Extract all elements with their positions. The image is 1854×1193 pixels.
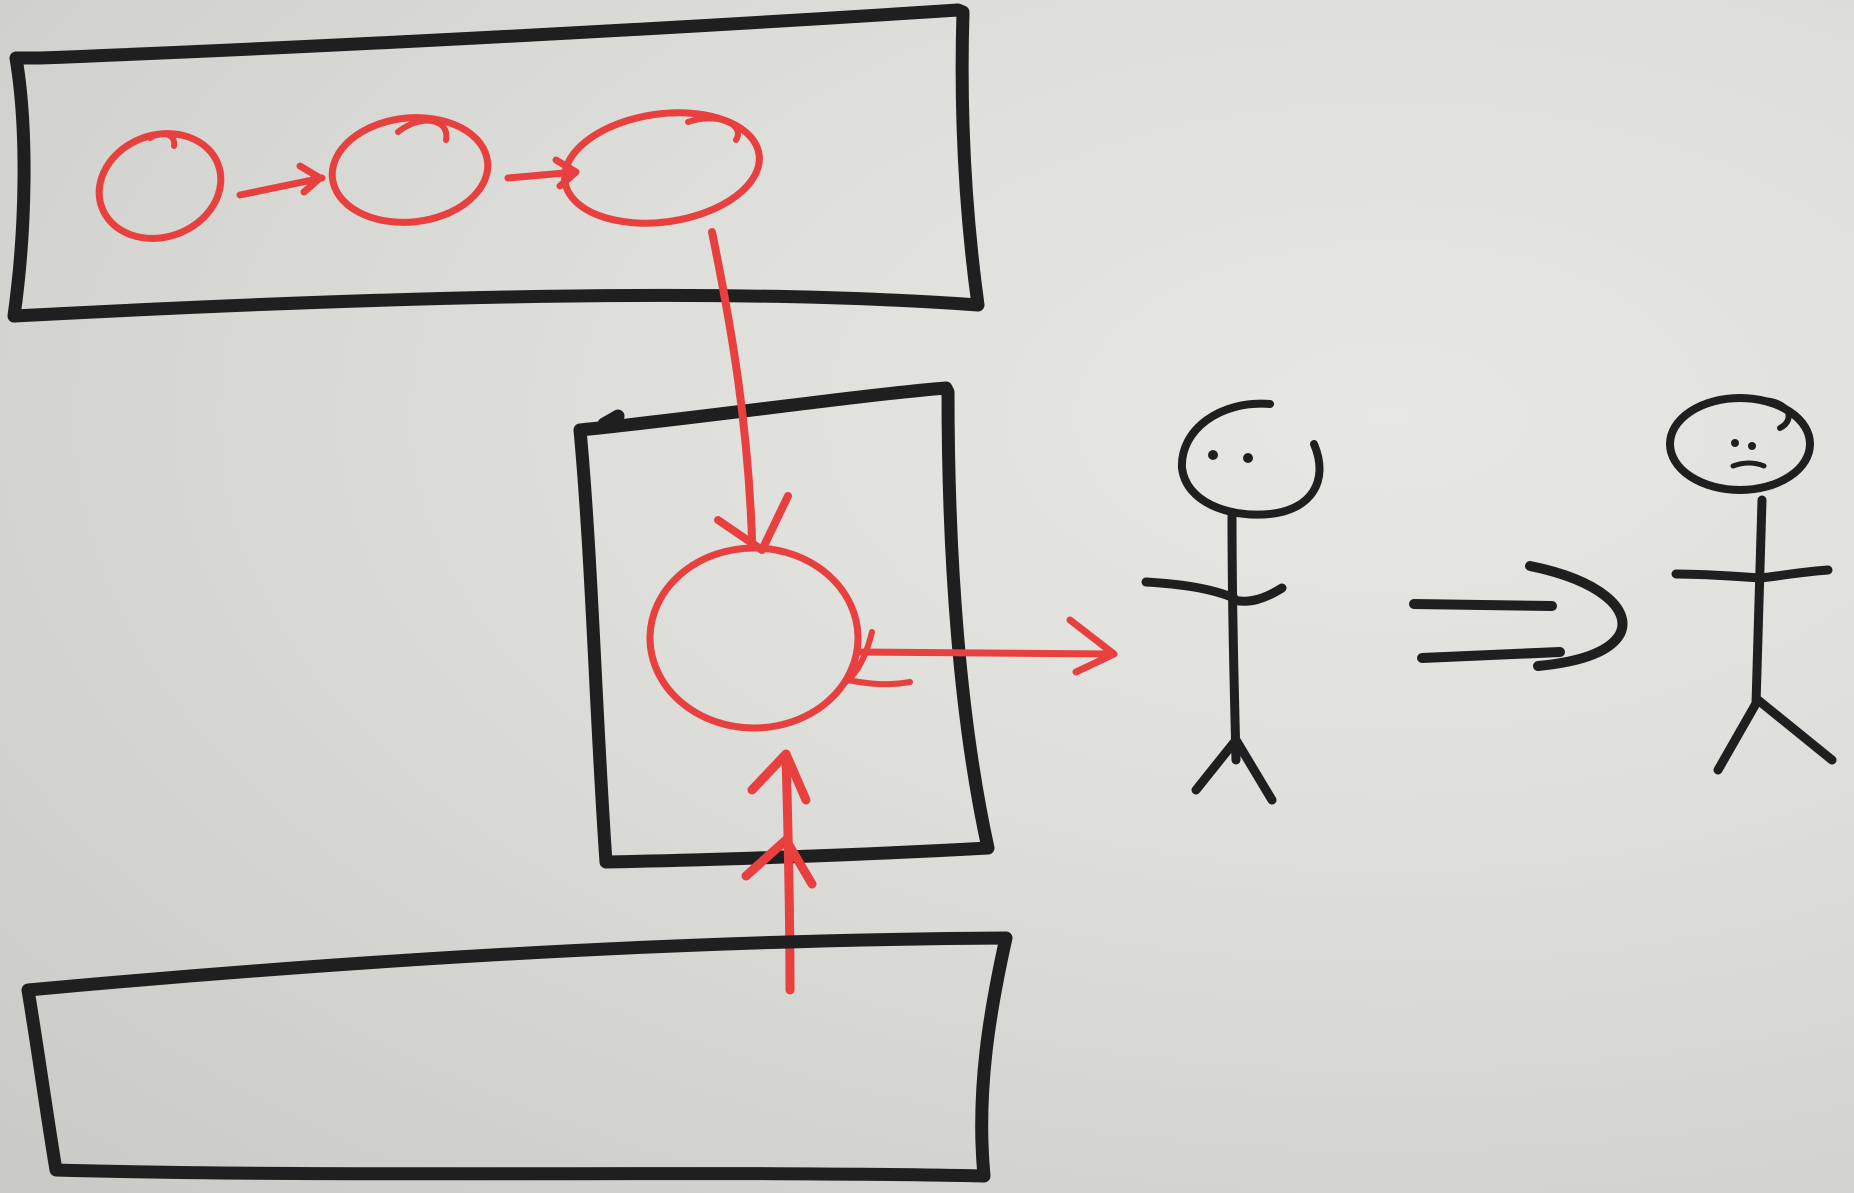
person-neutral-head [1177, 399, 1324, 519]
bottom-to-core-head-upper [747, 749, 811, 805]
middle-box [573, 381, 995, 869]
top-box [7, 3, 985, 323]
person-unhappy-head [1666, 394, 1814, 494]
chain-to-core-line [708, 228, 756, 544]
person-neutral-body [1227, 509, 1241, 765]
chain-node-1-tick [147, 130, 178, 149]
person-unhappy-mouth [1730, 460, 1767, 469]
bottom-box-outline [21, 931, 1013, 1183]
implies-arrow-top [1409, 599, 1557, 611]
person-neutral-eye-left [1208, 450, 1218, 460]
core-to-person-line [854, 648, 1116, 658]
chain-to-core-arrow [708, 228, 792, 554]
person-unhappy-arms [1671, 565, 1833, 583]
middle-box-outline [573, 381, 995, 869]
person-neutral-legs [1191, 735, 1277, 805]
person-unhappy-legs [1713, 695, 1837, 775]
middle-box-top-edge [597, 409, 625, 431]
bottom-to-core-line [781, 755, 795, 995]
bottom-to-core-arrow [741, 749, 817, 995]
core-to-person-head [1066, 616, 1118, 676]
person-unhappy-body [1751, 495, 1767, 709]
core-node-output-tick [843, 629, 913, 688]
chain-node-2 [328, 114, 492, 226]
bottom-box [21, 931, 1013, 1183]
person-unhappy-eye-right [1748, 442, 1756, 450]
implies-arrow-bottom [1417, 647, 1565, 663]
implies-arrow-head [1525, 561, 1628, 671]
chain-node-2-tick [395, 117, 450, 143]
top-box-outline [7, 3, 985, 323]
implies-arrow [1409, 561, 1628, 671]
person-unhappy-hair [1757, 397, 1792, 431]
chain-arrow-1 [236, 162, 326, 199]
person-neutral-arms [1141, 577, 1287, 606]
chain-node-3 [561, 109, 763, 227]
bottom-to-core-head-lower [741, 835, 817, 889]
event-chain [95, 109, 763, 242]
core-node [646, 544, 862, 732]
person-unhappy-eye-left [1731, 439, 1739, 447]
chain-node-3-tick [685, 115, 741, 143]
person-neutral-eye-right [1243, 453, 1253, 463]
person-figure-unhappy [1666, 394, 1837, 775]
chain-node-1 [95, 130, 225, 242]
person-figure-neutral [1141, 399, 1324, 805]
core-to-person-arrow [854, 616, 1118, 676]
